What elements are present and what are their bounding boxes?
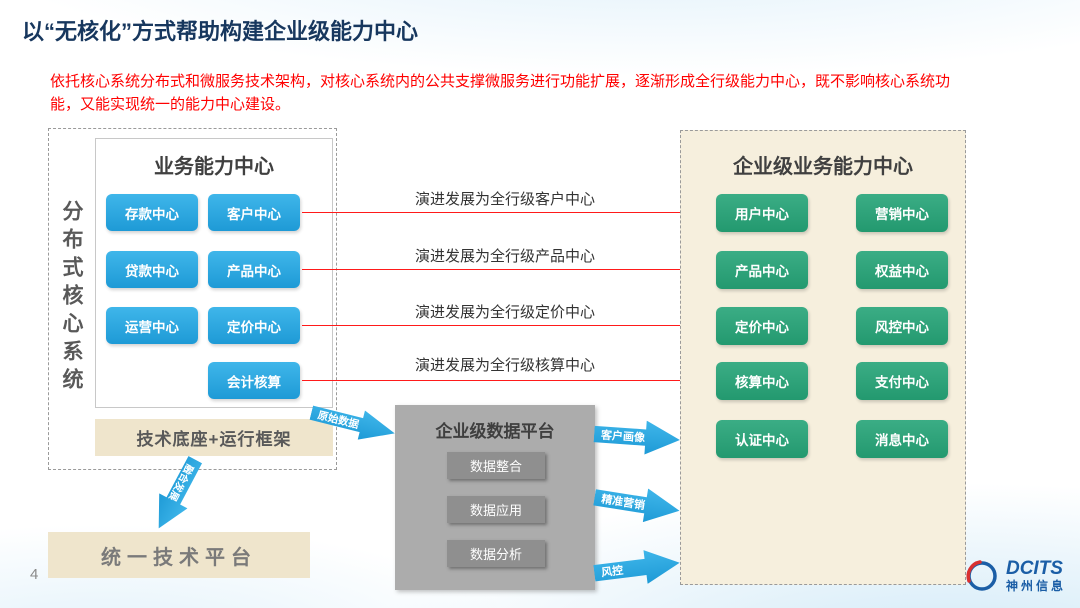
evolution-arrow-pricing bbox=[302, 320, 715, 330]
core-center-deposit: 存款中心 bbox=[106, 194, 198, 231]
ent-center-user: 用户中心 bbox=[716, 194, 808, 232]
core-center-product: 产品中心 bbox=[208, 251, 300, 288]
ent-center-risk: 风控中心 bbox=[856, 307, 948, 345]
core-center-loan: 贷款中心 bbox=[106, 251, 198, 288]
evolution-arrow-customer bbox=[302, 207, 715, 217]
page-title: 以“无核化”方式帮助构建企业级能力中心 bbox=[22, 19, 419, 44]
page-number: 4 bbox=[30, 566, 39, 583]
logo-texts: DCITS 神州信息 bbox=[1005, 557, 1066, 593]
data-module-integration: 数据整合 bbox=[447, 452, 545, 479]
logo-company-text: 神州信息 bbox=[1005, 578, 1066, 593]
ent-center-product: 产品中心 bbox=[716, 251, 808, 289]
enterprise-data-platform-title: 企业级数据平台 bbox=[435, 422, 555, 441]
data-module-analysis: 数据分析 bbox=[447, 540, 545, 567]
output-arrow-customer-profile: 客户画像 bbox=[593, 417, 681, 457]
ent-center-accounting: 核算中心 bbox=[716, 362, 808, 400]
core-center-accounting: 会计核算 bbox=[208, 362, 300, 399]
output-arrow-risk-control: 风控 bbox=[592, 546, 682, 590]
evolution-arrow-accounting bbox=[302, 375, 715, 385]
output-arrow-precision-marketing: 精准营销 bbox=[592, 480, 682, 527]
subtitle-text: 依托核心系统分布式和微服务技术架构，对核心系统内的公共支撑微服务进行功能扩展，逐… bbox=[50, 73, 951, 114]
evolution-label-customer: 演进发展为全行级客户中心 bbox=[414, 191, 595, 208]
ent-center-rights: 权益中心 bbox=[856, 251, 948, 289]
dcits-logo: DCITS 神州信息 bbox=[964, 558, 1066, 594]
ent-center-auth: 认证中心 bbox=[716, 420, 808, 458]
evolution-label-pricing: 演进发展为全行级定价中心 bbox=[414, 304, 595, 321]
dcits-logo-icon bbox=[966, 560, 997, 591]
evolution-label-product: 演进发展为全行级产品中心 bbox=[414, 248, 595, 265]
ent-center-message: 消息中心 bbox=[856, 420, 948, 458]
ent-center-payment: 支付中心 bbox=[856, 362, 948, 400]
enterprise-capability-title: 企业级业务能力中心 bbox=[733, 156, 913, 178]
tech-base-bar: 技术底座+运行框架 bbox=[95, 419, 333, 456]
core-center-operation: 运营中心 bbox=[106, 307, 198, 344]
unified-tech-platform-bar: 统一技术平台 bbox=[48, 532, 310, 578]
core-center-customer: 客户中心 bbox=[208, 194, 300, 231]
evolution-label-accounting: 演进发展为全行级核算中心 bbox=[414, 357, 595, 374]
core-center-pricing: 定价中心 bbox=[208, 307, 300, 344]
evolution-arrow-product bbox=[302, 264, 715, 274]
ent-center-pricing: 定价中心 bbox=[716, 307, 808, 345]
logo-brand-text: DCITS bbox=[1005, 557, 1063, 579]
data-module-application: 数据应用 bbox=[447, 496, 545, 523]
business-capability-title: 业务能力中心 bbox=[154, 156, 274, 178]
core-vertical-label: 分布式核心系统 bbox=[60, 200, 83, 396]
ent-center-marketing: 营销中心 bbox=[856, 194, 948, 232]
